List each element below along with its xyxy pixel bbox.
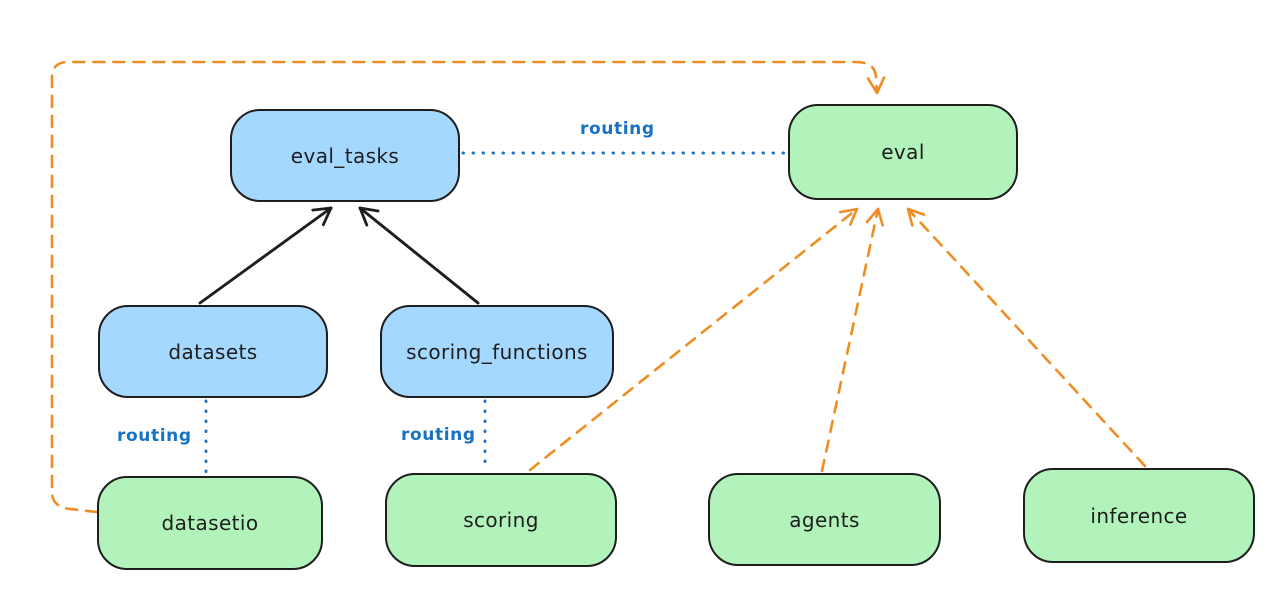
node-inference: inference: [1023, 468, 1255, 563]
edge-scoring-to-eval-dashed: [528, 207, 859, 472]
routing-label-scoring-functions-scoring: routing: [401, 425, 476, 445]
node-scoring-functions-label: scoring_functions: [406, 339, 588, 364]
node-agents: agents: [708, 473, 941, 566]
node-datasets-label: datasets: [168, 339, 258, 364]
node-agents-label: agents: [789, 507, 860, 532]
node-eval-tasks: eval_tasks: [230, 109, 460, 202]
node-scoring-functions: scoring_functions: [380, 305, 614, 398]
edge-datasetio-to-eval-dashed: [50, 60, 886, 514]
node-datasetio-label: datasetio: [161, 511, 259, 535]
edge-agents-to-eval-dashed: [820, 207, 884, 473]
node-inference-label: inference: [1090, 503, 1188, 528]
node-eval-label: eval: [881, 140, 925, 164]
routing-label-eval-tasks-eval: routing: [580, 119, 655, 139]
node-scoring-label: scoring: [463, 508, 539, 532]
edge-scoring-functions-to-eval-tasks-arrow: [358, 206, 480, 305]
node-datasetio: datasetio: [97, 476, 323, 570]
edge-inference-to-eval-dashed: [906, 207, 1147, 468]
node-eval: eval: [788, 104, 1018, 200]
node-eval-tasks-label: eval_tasks: [290, 143, 400, 168]
node-datasets: datasets: [98, 305, 328, 398]
routing-label-datasets-datasetio: routing: [117, 426, 192, 446]
edge-datasets-to-eval-tasks-arrow: [198, 206, 333, 305]
node-scoring: scoring: [385, 473, 617, 567]
